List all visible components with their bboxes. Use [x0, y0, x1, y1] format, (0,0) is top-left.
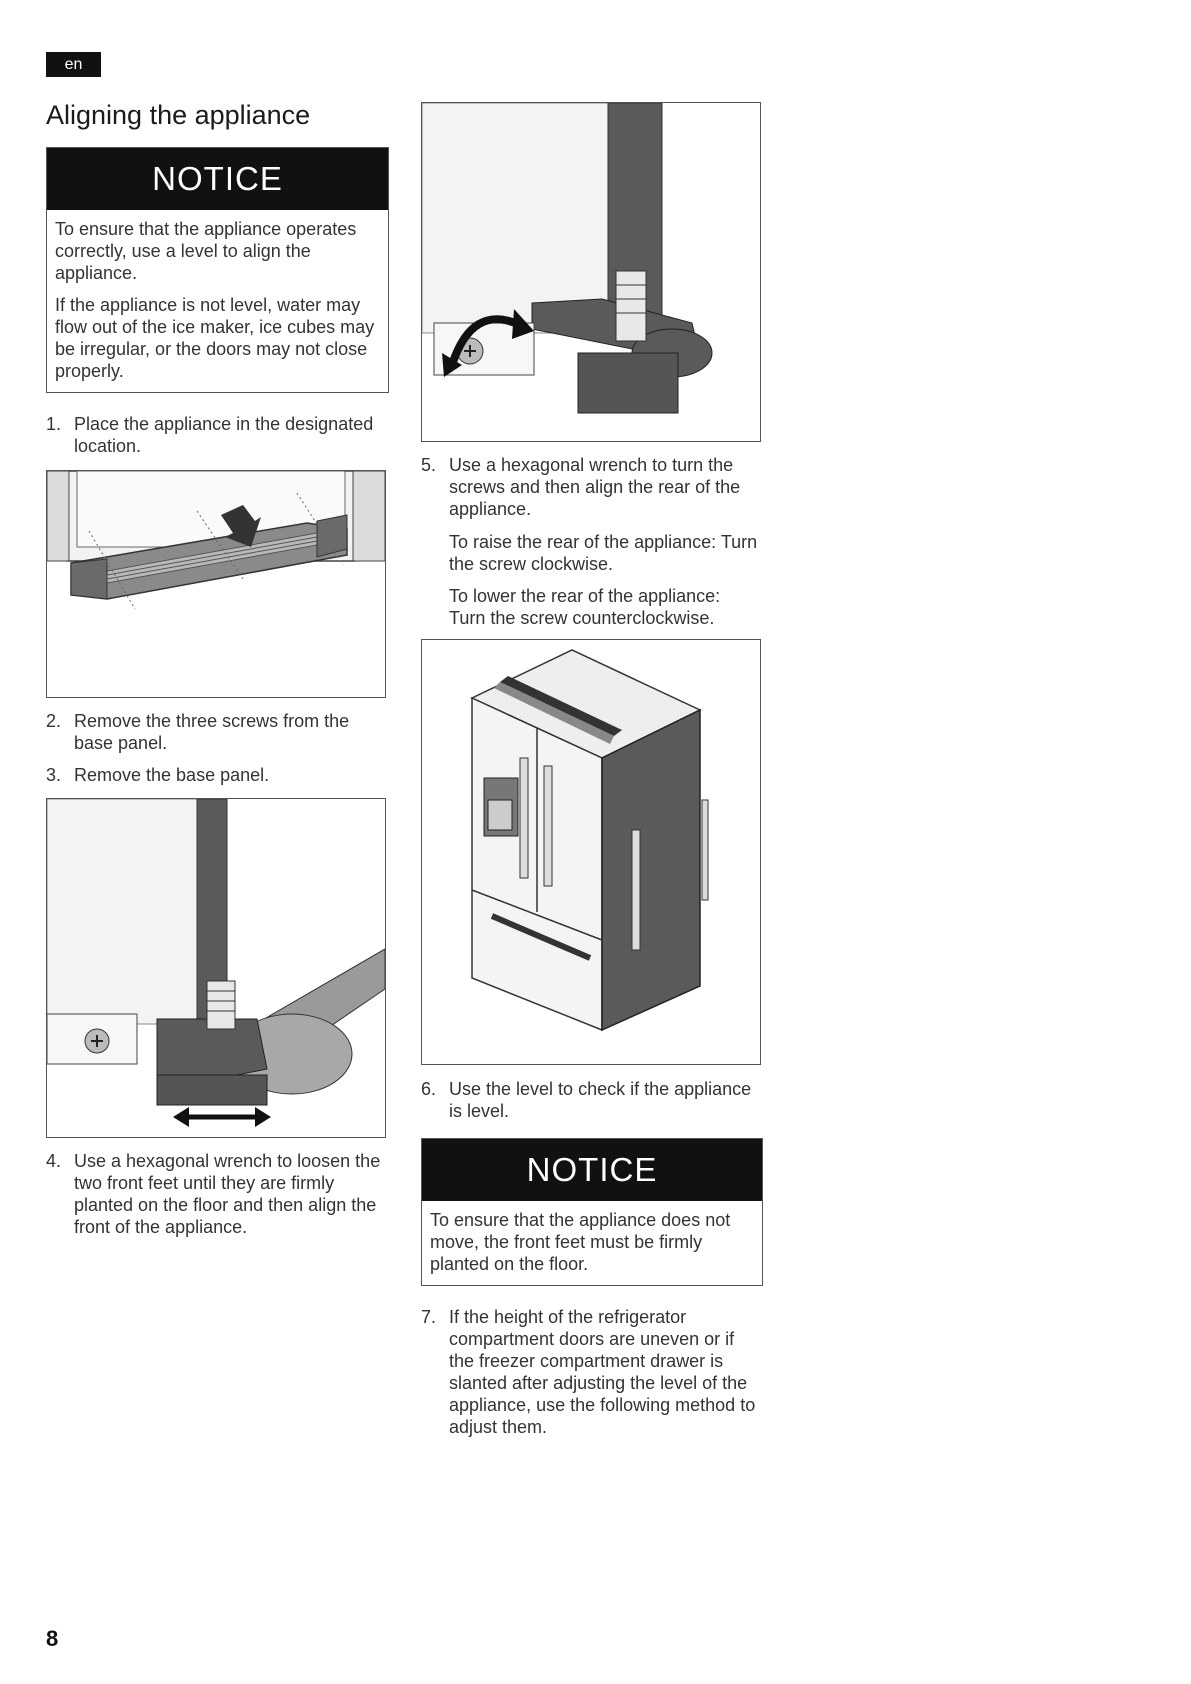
step-text: Use a hexagonal wrench to loosen the two… [74, 1151, 381, 1237]
step-number: 1. [46, 414, 62, 434]
refrigerator-illustration [470, 649, 709, 1032]
step-number: 6. [421, 1079, 437, 1099]
notice-paragraph: To ensure that the appliance operates co… [55, 219, 357, 283]
step-3: 3. Remove the base panel. [46, 764, 381, 786]
section-title: Aligning the appliance [46, 100, 311, 130]
figure-base-panel [46, 470, 386, 698]
base-panel-illustration [47, 471, 385, 610]
language-badge: en [46, 52, 101, 77]
step-5-lower-instruction: To lower the rear of the appliance: Turn… [449, 586, 721, 628]
figure-refrigerator-level [421, 639, 761, 1065]
step-text: Use the level to check if the appliance … [449, 1079, 752, 1121]
step-5: 5. Use a hexagonal wrench to turn the sc… [421, 454, 761, 520]
step-5-raise-instruction: To raise the rear of the appliance: Turn… [449, 532, 758, 574]
figure-rear-foot [421, 102, 761, 442]
rear-foot-illustration [422, 103, 713, 414]
step-text: Remove the three screws from the base pa… [74, 711, 350, 753]
step-number: 4. [46, 1151, 62, 1171]
figure-front-foot-wrench [46, 798, 386, 1138]
step-6: 6. Use the level to check if the applian… [421, 1078, 761, 1122]
page-number: 8 [46, 1626, 59, 1651]
notice-heading: NOTICE [422, 1139, 762, 1201]
step-1: 1. Place the appliance in the designated… [46, 413, 381, 457]
notice-heading: NOTICE [47, 148, 388, 210]
step-text: Remove the base panel. [74, 765, 270, 785]
step-text: Place the appliance in the designated lo… [74, 414, 374, 456]
step-text: If the height of the refrigerator compar… [449, 1307, 756, 1437]
step-text: Use a hexagonal wrench to turn the screw… [449, 455, 741, 519]
notice-paragraph: If the appliance is not level, water may… [55, 295, 375, 381]
notice-box-1: NOTICE To ensure that the appliance oper… [46, 147, 389, 393]
step-4: 4. Use a hexagonal wrench to loosen the … [46, 1150, 381, 1238]
step-2: 2. Remove the three screws from the base… [46, 710, 381, 754]
notice-box-2: NOTICE To ensure that the appliance does… [421, 1138, 763, 1286]
notice-paragraph: To ensure that the appliance does not mo… [430, 1210, 731, 1274]
step-number: 5. [421, 455, 437, 475]
step-7: 7. If the height of the refrigerator com… [421, 1306, 761, 1438]
step-number: 7. [421, 1307, 437, 1327]
front-foot-illustration [47, 799, 385, 1127]
step-number: 3. [46, 765, 62, 785]
step-number: 2. [46, 711, 62, 731]
